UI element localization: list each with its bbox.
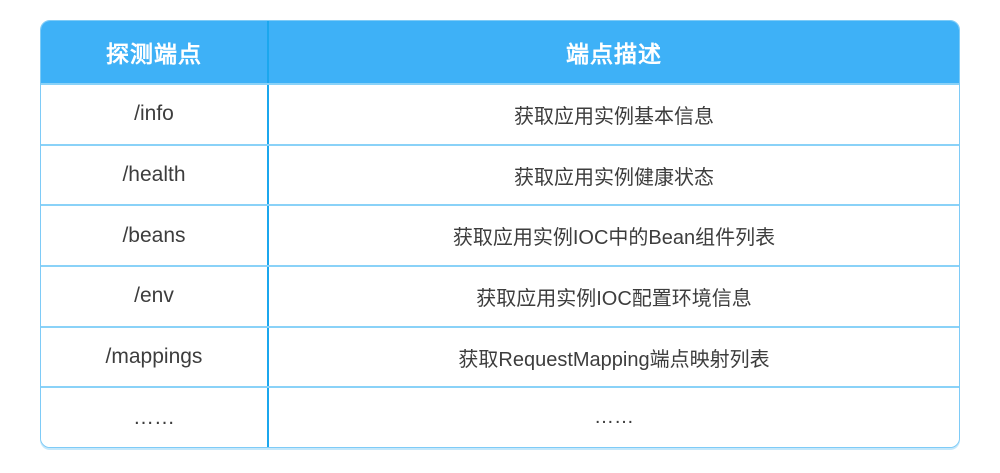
endpoint-cell: /mappings [41, 327, 269, 387]
description-cell: 获取应用实例健康状态 [514, 166, 714, 189]
table-row: …… …… [41, 386, 959, 447]
description-cell: …… [594, 406, 634, 429]
description-cell: 获取应用实例基本信息 [514, 105, 714, 128]
column-header-endpoint: 探测端点 [41, 21, 269, 83]
description-cell: 获取应用实例IOC配置环境信息 [476, 287, 752, 310]
endpoint-cell: …… [41, 388, 269, 447]
table-row: /mappings 获取RequestMapping端点映射列表 [41, 325, 959, 387]
table-row: /info 获取应用实例基本信息 [41, 83, 959, 144]
description-cell: 获取RequestMapping端点映射列表 [458, 348, 770, 371]
endpoint-cell: /env [41, 267, 269, 326]
table-row: /health 获取应用实例健康状态 [41, 143, 959, 205]
endpoint-cell: /info [41, 85, 269, 144]
description-cell: 获取应用实例IOC中的Bean组件列表 [452, 227, 776, 250]
column-header-description: 端点描述 [566, 41, 662, 67]
endpoint-cell: /beans [41, 206, 269, 266]
endpoints-table: 探测端点 端点描述 /info 获取应用实例基本信息 /health 获取应用实… [40, 20, 960, 448]
table-body: /info 获取应用实例基本信息 /health 获取应用实例健康状态 /bea… [41, 83, 959, 447]
table-row: /beans 获取应用实例IOC中的Bean组件列表 [41, 204, 959, 266]
table-row: /env 获取应用实例IOC配置环境信息 [41, 265, 959, 326]
table-header-row: 探测端点 端点描述 [41, 21, 959, 83]
endpoint-cell: /health [41, 145, 269, 205]
